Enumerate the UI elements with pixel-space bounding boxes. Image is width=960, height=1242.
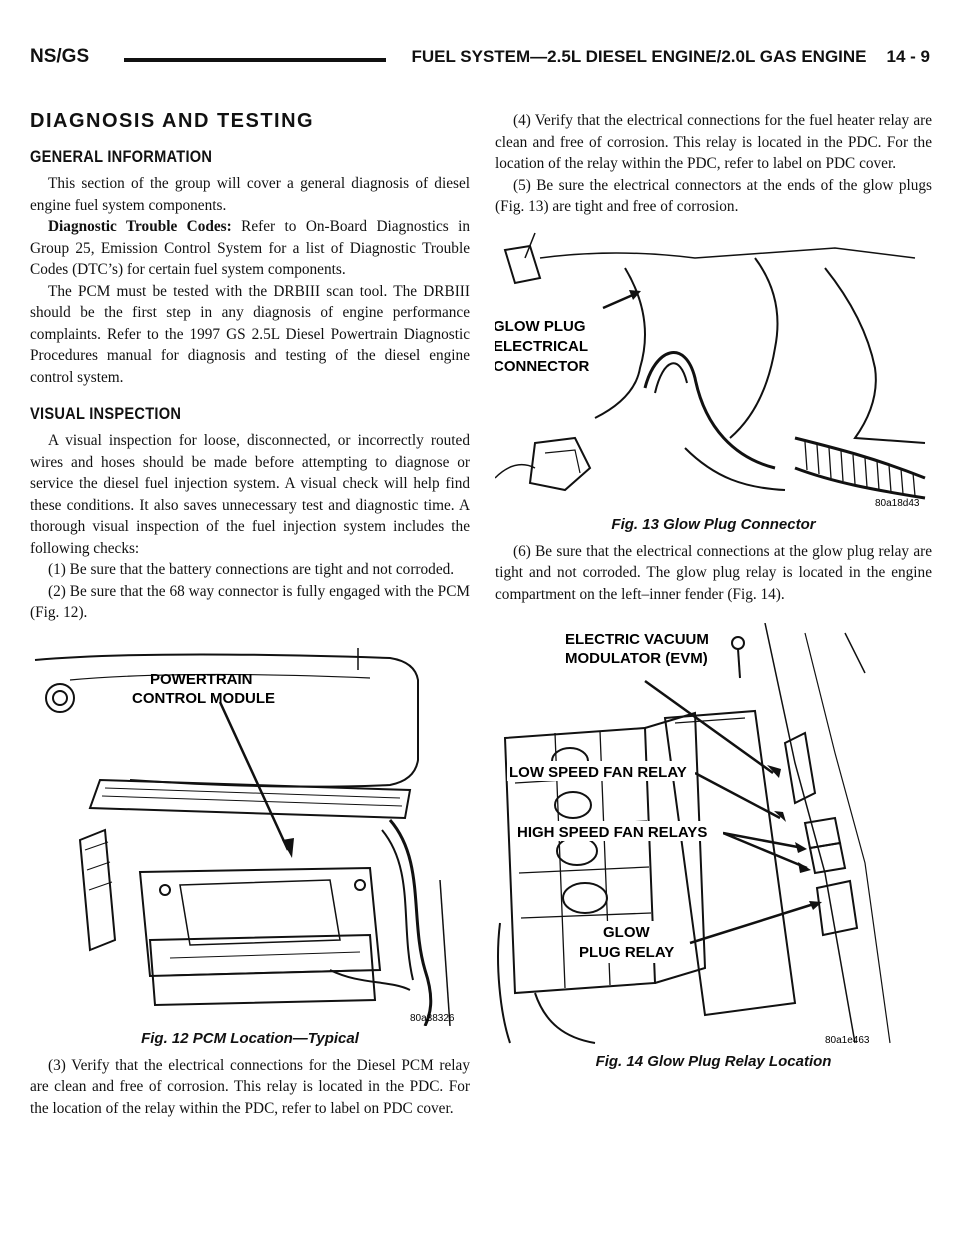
header-title-block: FUEL SYSTEM—2.5L DIESEL ENGINE/2.0L GAS … (411, 47, 930, 67)
evm-label-line1: ELECTRIC VACUUM (565, 631, 709, 648)
right-column: (4) Verify that the electrical connectio… (495, 110, 932, 1078)
low-speed-fan-relay-label: LOW SPEED FAN RELAY (509, 764, 687, 781)
glow-plug-label-line1: GLOW PLUG (495, 318, 586, 335)
dtc-text: Refer to On-Board Diagnostics in Group 2… (30, 218, 471, 278)
general-dtc-paragraph: Diagnostic Trouble Codes: Refer to On-Bo… (30, 216, 470, 281)
glow-plug-label-line2: ELECTRICAL (495, 338, 588, 355)
glow-plug-label-line3: CONNECTOR (495, 358, 590, 375)
fig12-caption: Fig. 12 PCM Location—Typical (141, 1029, 359, 1047)
glow-plug-connector-illustration: GLOW PLUG ELECTRICAL CONNECTOR 80a18d43 (495, 232, 926, 509)
page-header: NS/GS FUEL SYSTEM—2.5L DIESEL ENGINE/2.0… (30, 46, 930, 74)
general-p1: This section of the group will cover a g… (30, 175, 470, 214)
general-p3: The PCM must be tested with the DRBIII s… (30, 282, 470, 386)
page-number: 14 - 9 (886, 47, 930, 66)
general-information-heading: GENERAL INFORMATION (30, 147, 213, 166)
header-title: FUEL SYSTEM—2.5L DIESEL ENGINE/2.0L GAS … (411, 47, 867, 66)
evm-label-line2: MODULATOR (EVM) (565, 650, 708, 667)
visual-step-2: (2) Be sure that the 68 way connector is… (30, 582, 470, 622)
pcm-label-line1: POWERTRAIN (150, 671, 253, 688)
section-title: DIAGNOSIS AND TESTING (30, 110, 315, 132)
high-speed-fan-relays-label: HIGH SPEED FAN RELAYS (517, 824, 707, 841)
fig12-code: 80a38326 (410, 1013, 455, 1024)
header-model: NS/GS (30, 46, 90, 67)
left-column: DIAGNOSIS AND TESTING GENERAL INFORMATIO… (30, 110, 470, 1119)
glow-plug-relay-illustration: ELECTRIC VACUUM MODULATOR (EVM) LOW SPEE… (497, 623, 891, 1046)
fig13-caption: Fig. 13 Glow Plug Connector (611, 515, 816, 533)
pcm-location-illustration: POWERTRAIN CONTROL MODULE 80a38326 (34, 647, 455, 1026)
glow-plug-relay-label-line2: PLUG RELAY (579, 944, 674, 961)
figure-14: ELECTRIC VACUUM MODULATOR (EVM) LOW SPEE… (495, 623, 932, 1070)
figure-12: POWERTRAIN CONTROL MODULE 80a38326 Fig. … (30, 640, 470, 1047)
visual-step-6: (6) Be sure that the electrical connecti… (495, 542, 932, 603)
fig13-code: 80a18d43 (875, 498, 920, 509)
visual-step-3: (3) Verify that the electrical connectio… (30, 1056, 470, 1117)
fig14-caption: Fig. 14 Glow Plug Relay Location (595, 1053, 832, 1070)
figure-13: GLOW PLUG ELECTRICAL CONNECTOR 80a18d43 … (495, 228, 932, 533)
fig14-code: 80a1e463 (825, 1035, 870, 1046)
visual-inspection-heading: VISUAL INSPECTION (30, 404, 182, 423)
visual-step-1: (1) Be sure that the battery connections… (48, 561, 455, 578)
visual-step-5: (5) Be sure the electrical connectors at… (495, 176, 932, 216)
visual-p1: A visual inspection for loose, disconnec… (30, 432, 470, 557)
visual-step-4: (4) Verify that the electrical connectio… (495, 112, 932, 172)
glow-plug-relay-label-line1: GLOW (603, 924, 650, 941)
pcm-label-line2: CONTROL MODULE (132, 690, 275, 707)
header-rule (124, 58, 386, 62)
dtc-lead: Diagnostic Trouble Codes: (48, 218, 232, 235)
